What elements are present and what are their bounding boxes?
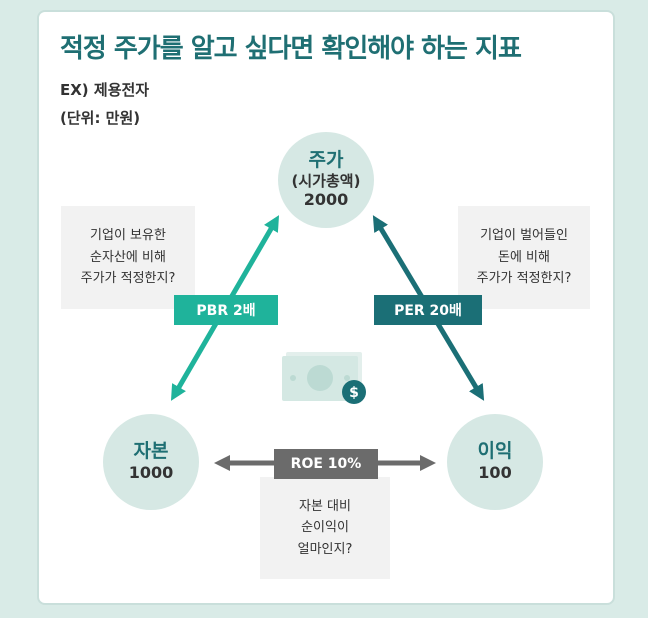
pbr-note-line: 주가가 적정한지? — [80, 271, 176, 287]
page-title: 적정 주가를 알고 싶다면 확인해야 하는 지표 — [60, 34, 522, 64]
roe-note-line: 순이익이 — [301, 520, 349, 536]
price-sublabel: (시가총액) — [291, 171, 361, 190]
pbr-note-line: 기업이 보유한 — [90, 228, 166, 244]
earnings-value: 100 — [478, 462, 512, 482]
price-value: 2000 — [303, 189, 349, 209]
earnings-label: 이익 — [477, 439, 513, 462]
pbr-tag: PBR 2배 — [174, 295, 278, 325]
unit-note: (단위: 만원) — [60, 109, 141, 127]
equity-value: 1000 — [128, 462, 174, 482]
price-node: 주가 (시가총액) 2000 — [278, 132, 374, 228]
per-tag: PER 20배 — [374, 295, 482, 325]
example-company: EX) 제용전자 — [60, 81, 150, 99]
roe-tag: ROE 10% — [274, 449, 378, 479]
roe-note-line: 자본 대비 — [299, 498, 351, 514]
svg-text:$: $ — [349, 385, 359, 401]
per-note-line: 주가가 적정한지? — [476, 271, 572, 287]
per-note-line: 기업이 벌어들인 — [480, 228, 568, 244]
pbr-note-line: 순자산에 비해 — [90, 249, 166, 265]
money-bill-icon: $ — [282, 352, 366, 404]
equity-node: 자본 1000 — [103, 414, 199, 510]
equity-label: 자본 — [133, 439, 169, 462]
earnings-node: 이익 100 — [447, 414, 543, 510]
per-note: 기업이 벌어들인 돈에 비해 주가가 적정한지? — [458, 206, 590, 309]
price-label: 주가 — [308, 148, 344, 171]
roe-note-line: 얼마인지? — [297, 541, 353, 557]
pbr-note: 기업이 보유한 순자산에 비해 주가가 적정한지? — [61, 206, 195, 309]
roe-note: 자본 대비 순이익이 얼마인지? — [260, 477, 390, 579]
per-note-line: 돈에 비해 — [498, 249, 550, 265]
